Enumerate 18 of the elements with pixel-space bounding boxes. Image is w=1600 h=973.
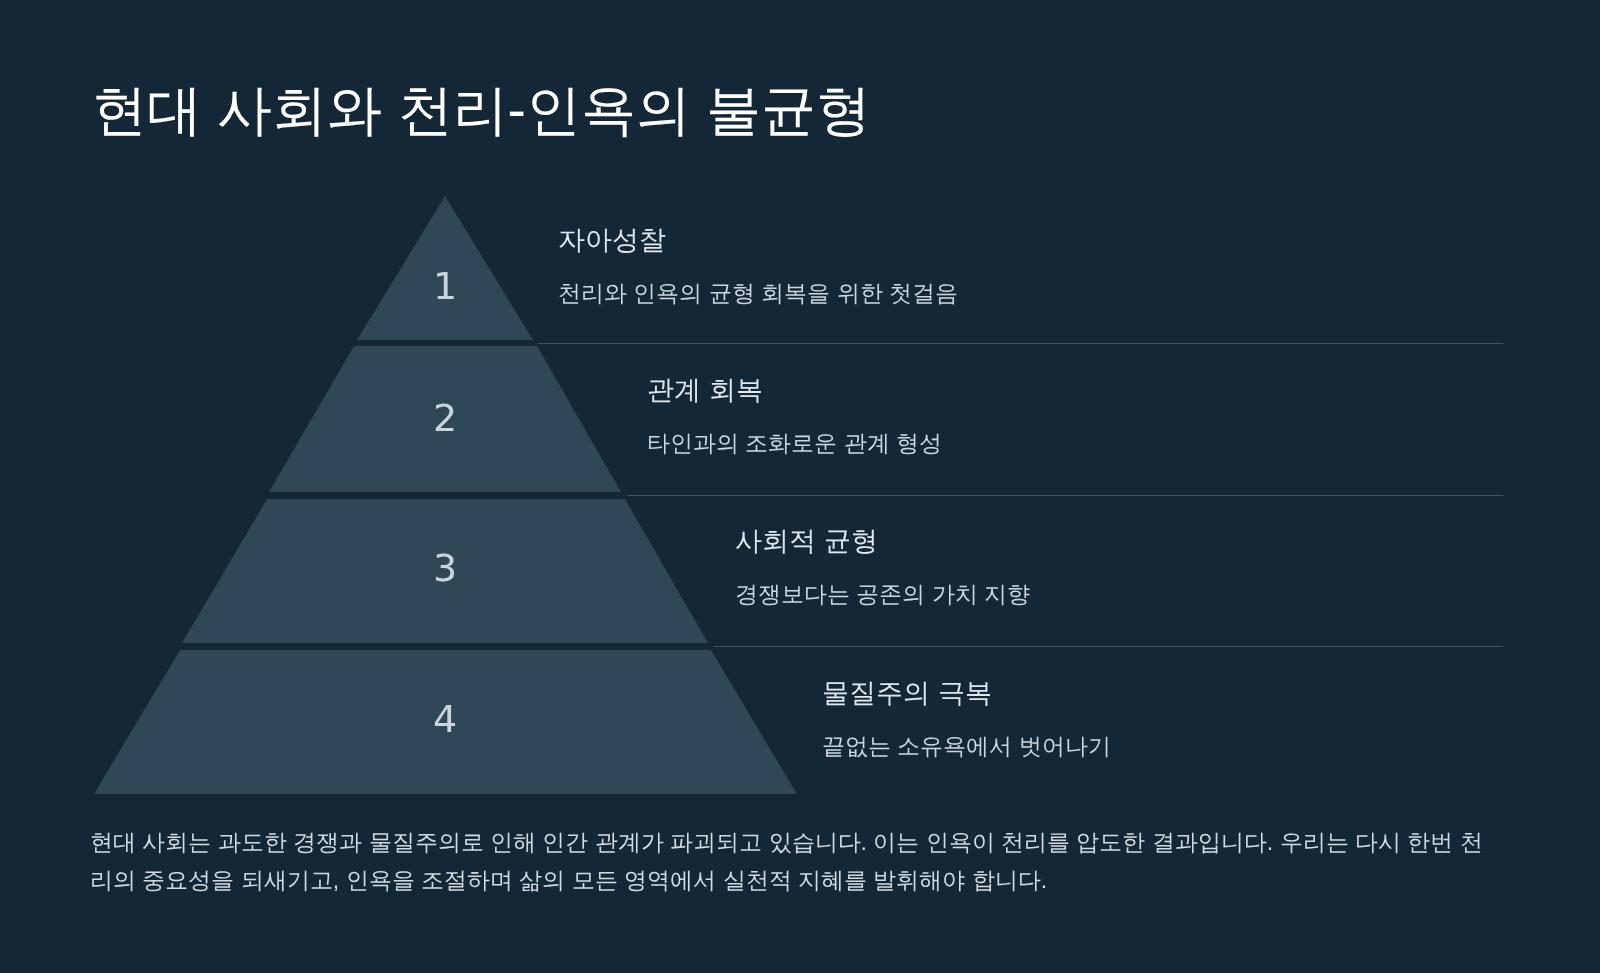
tier-description: 경쟁보다는 공존의 가치 지향 — [735, 580, 1031, 609]
pyramid-tier — [94, 650, 797, 794]
tier-heading: 자아성찰 — [558, 224, 666, 257]
tier-number: 2 — [432, 396, 458, 440]
tier-number: 4 — [432, 697, 458, 741]
tier-number: 3 — [432, 546, 458, 590]
pyramid-apex — [357, 196, 533, 340]
caption-paragraph: 현대 사회는 과도한 경쟁과 물질주의로 인해 인간 관계가 파괴되고 있습니다. 이는 인욕이 천리를 압도한 결과입니다. 우리는 다시 한번 천리의 중요성을 되새기고, 인욕을 조절하며 삶의 모든 영역에서 실천적 지혜를 발휘해야 합니다. — [90, 828, 1484, 895]
tier-description: 끝없는 소유욕에서 벗어나기 — [822, 732, 1111, 761]
tier-description: 천리와 인욕의 균형 회복을 위한 첫걸음 — [558, 279, 958, 308]
pyramid-tier — [269, 346, 621, 492]
tier-number: 1 — [432, 264, 458, 308]
tier-heading: 관계 회복 — [647, 374, 763, 407]
tier-heading: 물질주의 극복 — [822, 677, 992, 710]
pyramid-tier — [182, 499, 708, 643]
tier-heading: 사회적 균형 — [735, 525, 878, 558]
page-title: 현대 사회와 천리-인욕의 불균형 — [92, 78, 872, 143]
tier-description: 타인과의 조화로운 관계 형성 — [647, 429, 943, 458]
